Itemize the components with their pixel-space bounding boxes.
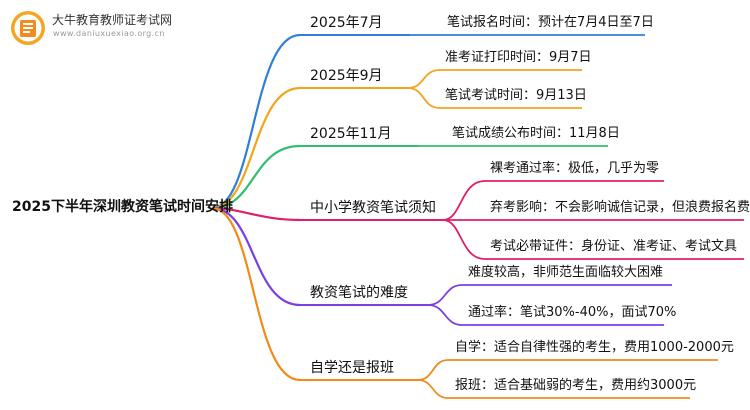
- mindmap-root: 2025下半年深圳教资笔试时间安排: [12, 199, 233, 215]
- leaf-registration-time: 笔试报名时间：预计在7月4日至7日: [447, 15, 654, 30]
- leaf-unprepared-pass-rate: 裸考通过率：极低，几乎为零: [490, 161, 660, 176]
- leaf-required-documents: 考试必带证件：身份证、准考证、考试文具: [490, 239, 738, 254]
- leaf-absence-impact: 弃考影响：不会影响诚信记录，但浪费报名费: [490, 200, 750, 215]
- connector-trunk-orange: [211, 86, 301, 210]
- leaf-admission-ticket-time: 准考证打印时间：9月7日: [445, 50, 592, 65]
- branch-label-2025-11: 2025年11月: [310, 126, 392, 142]
- leaf-score-release-time: 笔试成绩公布时间：11月8日: [452, 126, 620, 141]
- branch-label-difficulty: 教资笔试的难度: [310, 285, 408, 301]
- leaf-exam-time: 笔试考试时间：9月13日: [445, 88, 587, 103]
- leaf-training-class: 报班：适合基础弱的考生，费用约3000元: [455, 378, 697, 393]
- connector-trunk-green: [211, 144, 301, 210]
- connector-trunk-darkorange: [211, 206, 301, 382]
- leaf-pass-rates: 通过率：笔试30%-40%，面试70%: [468, 305, 677, 320]
- branch-label-exam-notes: 中小学教资笔试须知: [310, 200, 436, 216]
- site-name: 大牛教育教师证考试网: [52, 13, 173, 27]
- branch-label-2025-09: 2025年9月: [310, 68, 383, 84]
- branch-label-self-study-or-class: 自学还是报班: [310, 360, 394, 376]
- leaf-self-study: 自学：适合自律性强的考生，费用1000-2000元: [455, 340, 734, 355]
- site-logo: 大牛教育教师证考试网 www.daniuxuexiao.org.cn: [10, 8, 195, 48]
- branch-label-2025-07: 2025年7月: [310, 15, 383, 31]
- book-logo-icon: [11, 11, 45, 45]
- site-url: www.daniuxuexiao.org.cn: [53, 29, 165, 38]
- connector-trunk-purple: [211, 206, 301, 307]
- connector-trunk-blue: [211, 33, 301, 210]
- leaf-difficulty-level: 难度较高，非师范生面临较大困难: [468, 265, 664, 280]
